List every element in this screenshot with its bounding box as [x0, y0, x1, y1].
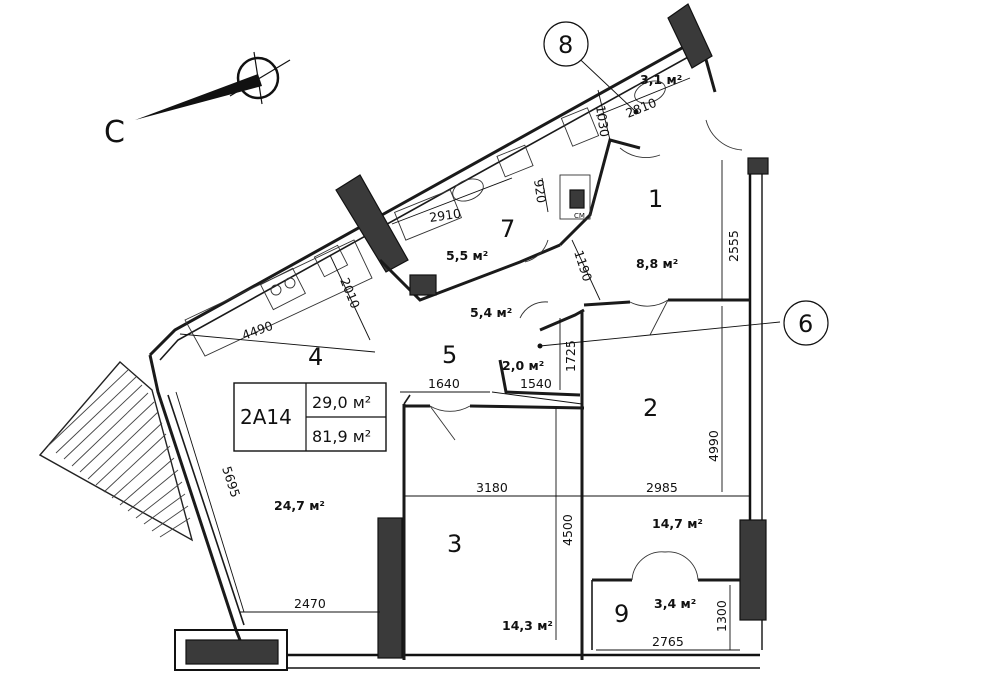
- room-8-area: 3,1 м²: [640, 72, 682, 87]
- room-1-area: 8,8 м²: [636, 256, 678, 271]
- room-1-number: 1: [648, 185, 663, 213]
- room-6-number: 6: [798, 310, 813, 338]
- dim-1300: 1300: [714, 600, 729, 632]
- boiler-icon: [409, 274, 437, 296]
- unit-info-box: 2А14 29,0 м² 81,9 м²: [233, 382, 387, 452]
- toilet-2-icon: [560, 107, 600, 147]
- dim-1190: 1190: [571, 248, 595, 283]
- room-6-area: 2,0 м²: [502, 358, 544, 373]
- dim-2470: 2470: [294, 596, 326, 611]
- room-4-number: 4: [308, 343, 323, 371]
- dim-2765: 2765: [652, 634, 684, 649]
- compass-ring: [236, 56, 280, 100]
- room-9-area: 3,4 м²: [654, 596, 696, 611]
- toilet-icon: [496, 144, 534, 178]
- dim-1640: 1640: [428, 376, 460, 391]
- unit-total-area: 81,9 м²: [312, 427, 371, 446]
- dim-1725: 1725: [563, 340, 578, 372]
- dim-5695: 5695: [219, 464, 243, 499]
- room-5-area: 5,4 м²: [470, 305, 512, 320]
- dim-2010: 2010: [337, 276, 363, 311]
- exterior-walls: [148, 35, 769, 671]
- washbasin-2-icon: [634, 80, 666, 104]
- room-2-number: 2: [643, 394, 658, 422]
- washing-machine-icon: [559, 174, 591, 220]
- room-7-number: 7: [500, 215, 515, 243]
- room-6-marker: [783, 300, 829, 346]
- dim-4490: 4490: [240, 318, 275, 343]
- dim-2985: 2985: [646, 480, 678, 495]
- room-9-number: 9: [614, 600, 629, 628]
- balcony: [38, 361, 194, 542]
- dim-1030: 1030: [593, 104, 612, 138]
- room-8-number: 8: [558, 31, 573, 59]
- compass-cross: [253, 51, 263, 105]
- dim-3180: 3180: [476, 480, 508, 495]
- dim-1540: 1540: [520, 376, 552, 391]
- sink-icon: [313, 244, 349, 278]
- bathtub-icon: [393, 189, 463, 241]
- washing-machine-label: СМ: [574, 212, 585, 220]
- doors: [429, 119, 743, 581]
- room-7-area: 5,5 м²: [446, 248, 488, 263]
- compass: С: [104, 51, 291, 150]
- fixtures: [184, 80, 666, 357]
- room-5-number: 5: [442, 341, 457, 369]
- room-3-area: 14,3 м²: [502, 618, 553, 633]
- stove-icon: [260, 267, 306, 311]
- room-areas: 8,8 м² 14,7 м² 14,3 м² 24,7 м² 5,4 м² 2,…: [274, 72, 703, 633]
- dim-4500: 4500: [560, 514, 575, 546]
- compass-north-letter: С: [104, 115, 125, 150]
- room-numbers: 1 2 3 4 5 6 7 8 9: [308, 31, 813, 628]
- unit-living-area: 29,0 м²: [312, 393, 371, 412]
- dimension-lines: [175, 47, 781, 651]
- dim-920: 920: [531, 178, 549, 204]
- dimension-texts: 2810 1030 2910 920 2555 1190 2010 4490 1…: [219, 95, 741, 649]
- dim-2810: 2810: [624, 95, 659, 121]
- room-4-area: 24,7 м²: [274, 498, 325, 513]
- dim-2555: 2555: [726, 230, 741, 262]
- dim-2910: 2910: [428, 206, 462, 225]
- compass-needle: [135, 74, 262, 120]
- room-8-marker: [543, 21, 589, 67]
- room-3-number: 3: [447, 530, 462, 558]
- columns: [335, 3, 767, 659]
- unit-code: 2А14: [240, 405, 292, 429]
- dim-4990: 4990: [706, 430, 721, 462]
- room-2-area: 14,7 м²: [652, 516, 703, 531]
- washbasin-icon: [452, 178, 484, 202]
